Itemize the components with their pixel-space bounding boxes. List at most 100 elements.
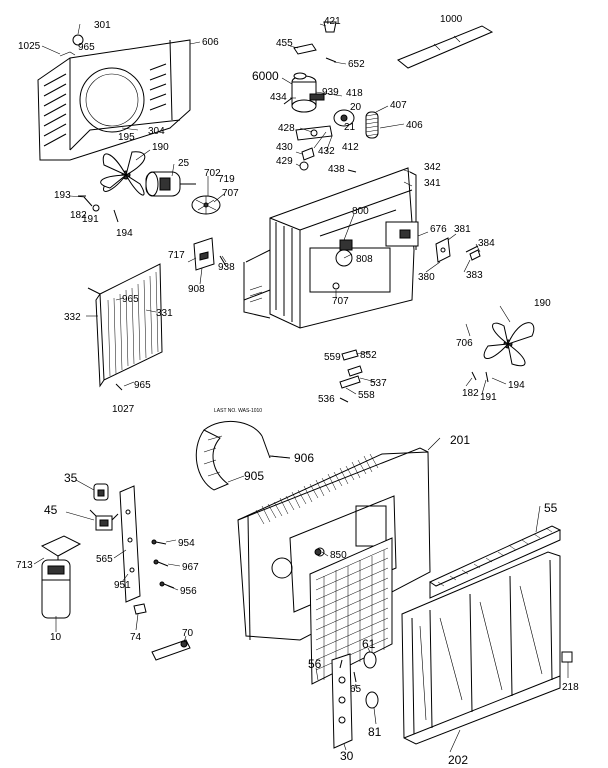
cover-717 [193, 237, 227, 271]
label-938: 938 [218, 262, 235, 273]
label-384: 384 [478, 238, 495, 249]
label-430: 430 [276, 142, 293, 153]
label-412: 412 [342, 142, 359, 153]
label-428: 428 [278, 123, 295, 134]
label-194b: 194 [508, 380, 525, 391]
label-719: 719 [218, 174, 235, 185]
label-1000: 1000 [440, 14, 463, 25]
label-559: 559 [324, 352, 341, 363]
label-455: 455 [276, 38, 293, 49]
control-bracket-565 [119, 485, 141, 603]
label-20: 20 [350, 102, 362, 113]
label-676: 676 [430, 224, 447, 235]
label-808: 808 [356, 254, 373, 265]
label-193: 193 [54, 190, 71, 201]
label-304: 304 [148, 126, 165, 137]
hardware-559-537 [339, 349, 489, 403]
label-182: 182 [70, 210, 87, 221]
label-81: 81 [368, 725, 382, 739]
label-74: 74 [130, 632, 142, 643]
clip-218 [561, 651, 573, 663]
label-707: 707 [222, 188, 239, 199]
air-filter-56 [309, 537, 393, 685]
label-331: 331 [156, 308, 173, 319]
bracket-676-381 [435, 237, 481, 263]
label-332: 332 [64, 312, 81, 323]
seal-strip-1000 [397, 25, 494, 69]
label-418: 418 [346, 88, 363, 99]
label-707b: 707 [332, 296, 349, 307]
screw-850 [314, 548, 322, 556]
label-565: 565 [96, 554, 113, 565]
label-30: 30 [340, 749, 354, 763]
fan-motor-25 [145, 171, 196, 197]
label-713: 713 [16, 560, 33, 571]
label-850: 850 [330, 550, 347, 561]
label-190: 190 [152, 142, 169, 153]
label-25: 25 [178, 158, 190, 169]
control-panel-30 [331, 653, 353, 749]
knobs-61-81 [339, 651, 379, 709]
air-deflector-905 [195, 420, 291, 491]
label-606: 606 [202, 37, 219, 48]
label-201: 201 [450, 433, 470, 447]
label-6000: 6000 [252, 69, 279, 83]
label-438: 438 [328, 164, 345, 175]
callout-labels: 301 1025 965 606 304 195 190 25 702 719 … [16, 14, 579, 767]
label-965b: 965 [122, 294, 139, 305]
label-381: 381 [454, 224, 471, 235]
label-70: 70 [182, 628, 194, 639]
small-hardware-top-left [78, 195, 119, 223]
label-1025: 1025 [18, 41, 41, 52]
capacitor-6000 [283, 72, 325, 113]
capacitor-10 [41, 559, 71, 619]
condenser-fan-190 [483, 322, 535, 367]
thermostat-35 [93, 483, 109, 501]
label-537: 537 [370, 378, 387, 389]
label-558: 558 [358, 390, 375, 401]
label-908: 908 [188, 284, 205, 295]
label-182b: 182 [462, 388, 479, 399]
label-202: 202 [448, 753, 468, 767]
label-10: 10 [50, 632, 62, 643]
screws-954-967-956 [151, 539, 175, 589]
label-61: 61 [362, 637, 376, 651]
label-967: 967 [182, 562, 199, 573]
hardware-421-455-652 [293, 21, 357, 173]
clip-74 [133, 603, 147, 615]
label-56: 56 [308, 657, 322, 671]
label-906: 906 [294, 451, 314, 465]
label-35: 35 [64, 471, 78, 485]
label-1027: 1027 [112, 404, 135, 415]
evaporator-coil-331 [87, 263, 163, 391]
switch-45 [89, 509, 119, 531]
bracket-70 [151, 639, 191, 661]
label-939: 939 [322, 87, 339, 98]
label-55: 55 [544, 501, 558, 515]
bracket-713 [40, 535, 82, 562]
label-65: 65 [350, 684, 362, 695]
label-21: 21 [344, 122, 356, 133]
spring-407 [365, 111, 379, 139]
label-800: 800 [352, 206, 369, 217]
label-406: 406 [406, 120, 423, 131]
label-218: 218 [562, 682, 579, 693]
label-341: 341 [424, 178, 441, 189]
label-191: 191 [82, 214, 99, 225]
label-383: 383 [466, 270, 483, 281]
label-342: 342 [424, 162, 441, 173]
label-380: 380 [418, 272, 435, 283]
fan-shroud-606 [37, 34, 191, 161]
label-706: 706 [456, 338, 473, 349]
label-956: 956 [180, 586, 197, 597]
label-965c: 965 [134, 380, 151, 391]
label-905: 905 [244, 469, 264, 483]
label-852: 852 [360, 350, 377, 361]
front-panel-202 [401, 551, 561, 745]
label-951: 951 [114, 580, 131, 591]
label-536: 536 [318, 394, 335, 405]
label-45: 45 [44, 503, 58, 517]
label-190b: 190 [534, 298, 551, 309]
label-195: 195 [118, 132, 135, 143]
bracket-428 [295, 125, 333, 141]
